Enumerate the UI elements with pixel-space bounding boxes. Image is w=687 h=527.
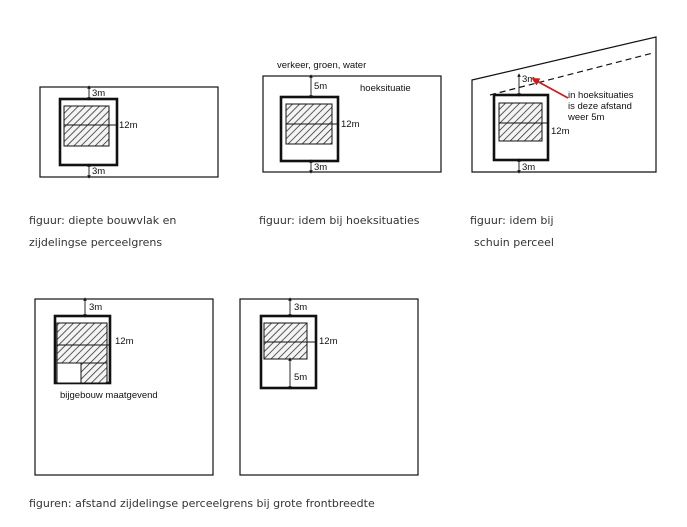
parcel-boundary [239, 298, 419, 476]
caption-figure-3-line-2: schuin perceel [474, 236, 554, 249]
label-bottom-distance: 5m [294, 372, 307, 383]
hatched-building [498, 102, 543, 142]
label-bottom-distance: 3m [314, 162, 327, 173]
parcel-boundary [262, 75, 442, 173]
hatched-building [263, 322, 308, 360]
figure-3: 3m 12m 3m in hoeksituaties is deze afsta… [471, 36, 657, 174]
label-depth: 12m [341, 119, 360, 130]
figure-4: 3m 12m bijgebouw maatgevend [34, 297, 214, 476]
label-corner-note-line-3: weer 5m [567, 112, 605, 123]
hatched-annex [80, 362, 108, 384]
hatched-building [56, 322, 108, 364]
figure-2: verkeer, groen, water hoeksituatie 5m 12… [262, 60, 442, 174]
label-road-green-water: verkeer, groen, water [277, 60, 366, 71]
setback-dashed-line [489, 52, 654, 96]
hatched-building [63, 105, 110, 147]
label-annex-decisive: bijgebouw maatgevend [60, 390, 158, 401]
annex-empty-part [56, 362, 82, 384]
label-depth: 12m [319, 336, 338, 347]
label-bottom-distance: 3m [92, 166, 105, 177]
label-top-distance: 3m [294, 302, 307, 313]
parcel-boundary [34, 298, 214, 476]
caption-figure-3-line-1: figuur: idem bij [470, 214, 554, 227]
label-depth: 12m [119, 120, 138, 131]
figure-5: 3m 12m 5m [239, 297, 419, 476]
label-bottom-distance: 3m [522, 162, 535, 173]
label-corner-note-line-2: is deze afstand [568, 101, 632, 112]
label-corner-note-line-1: in hoeksituaties [568, 90, 634, 101]
label-top-distance: 3m [89, 302, 102, 313]
label-corner-situation: hoeksituatie [360, 83, 411, 94]
parcel-boundary [39, 86, 219, 178]
caption-figure-1-line-2: zijdelingse perceelgrens [29, 236, 163, 249]
figure-1: 3m 12m 3m [39, 85, 219, 179]
label-top-distance: 3m [92, 88, 105, 99]
building-plot [492, 93, 550, 162]
label-top-distance: 5m [314, 81, 327, 92]
red-pointer-arrow [531, 78, 569, 99]
caption-figure-1-line-1: figuur: diepte bouwvlak en [29, 214, 177, 227]
label-top-distance: 3m [522, 74, 535, 85]
slanted-parcel-boundary [471, 36, 657, 173]
caption-bottom: figuren: afstand zijdelingse perceelgren… [29, 497, 375, 510]
label-depth: 12m [115, 336, 134, 347]
label-depth: 12m [551, 126, 570, 137]
caption-figure-2: figuur: idem bij hoeksituaties [259, 214, 420, 227]
